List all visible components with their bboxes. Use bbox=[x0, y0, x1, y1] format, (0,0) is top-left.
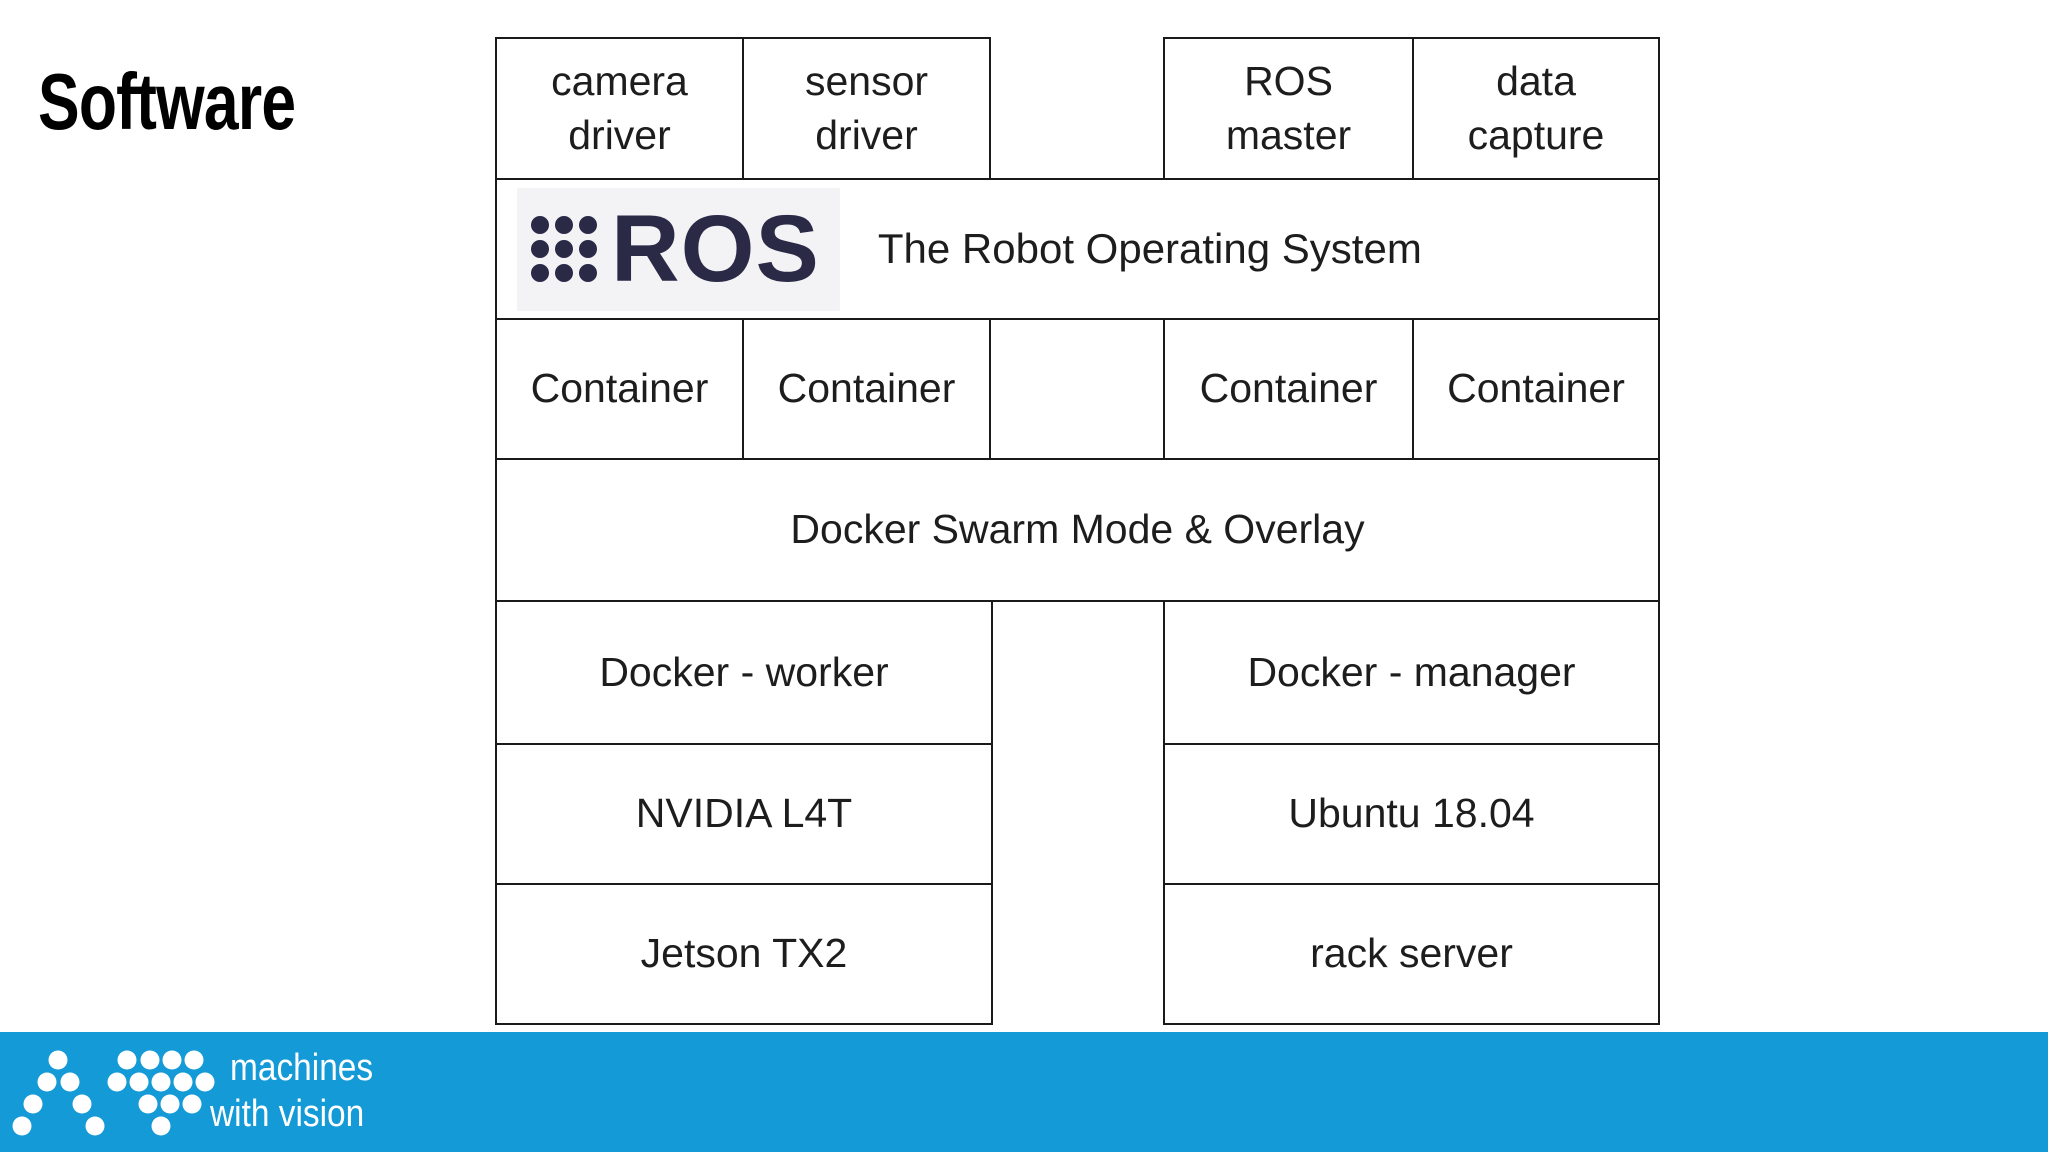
ros-tagline: The Robot Operating System bbox=[877, 224, 1422, 272]
box-container-1-label: Container bbox=[530, 365, 709, 412]
ros-wordmark: ROS bbox=[611, 195, 820, 302]
footer-bar: machines with vision bbox=[0, 1032, 2048, 1152]
box-nvidia-l4t: NVIDIA L4T bbox=[495, 743, 993, 885]
box-jetson-tx2-label: Jetson TX2 bbox=[640, 930, 848, 977]
ros-logo: ROS bbox=[517, 187, 840, 311]
box-container-4-label: Container bbox=[1447, 365, 1625, 412]
box-data-capture: data capture bbox=[1412, 37, 1660, 180]
box-rack-server-label: rack server bbox=[1310, 930, 1513, 977]
box-container-3: Container bbox=[1163, 318, 1414, 460]
box-ros-layer: ROS The Robot Operating System bbox=[495, 178, 1660, 320]
box-container-1: Container bbox=[495, 318, 744, 460]
footer-brand-line2: with vision bbox=[210, 1093, 365, 1135]
footer-brand-line1: machines bbox=[230, 1047, 374, 1089]
box-docker-manager-label: Docker - manager bbox=[1247, 648, 1576, 695]
box-sensor-driver-label: sensor driver bbox=[804, 58, 929, 158]
box-camera-driver: camera driver bbox=[495, 37, 744, 180]
box-ros-master: ROS master bbox=[1163, 37, 1414, 180]
box-ubuntu-label: Ubuntu 18.04 bbox=[1288, 790, 1535, 837]
box-docker-swarm-label: Docker Swarm Mode & Overlay bbox=[790, 506, 1365, 553]
box-camera-driver-label: camera driver bbox=[551, 58, 688, 158]
machines-with-vision-mark-icon bbox=[12, 1050, 215, 1136]
box-container-3-label: Container bbox=[1199, 365, 1378, 412]
box-docker-worker-label: Docker - worker bbox=[599, 648, 889, 695]
box-data-capture-label: data capture bbox=[1467, 58, 1605, 158]
box-sensor-driver: sensor driver bbox=[742, 37, 991, 180]
box-container-2-label: Container bbox=[777, 365, 956, 412]
box-jetson-tx2: Jetson TX2 bbox=[495, 883, 993, 1025]
ros-nine-dots-icon bbox=[531, 216, 597, 282]
box-ros-master-label: ROS master bbox=[1225, 58, 1352, 158]
box-container-4: Container bbox=[1412, 318, 1660, 460]
box-nvidia-l4t-label: NVIDIA L4T bbox=[635, 790, 853, 837]
box-docker-worker: Docker - worker bbox=[495, 600, 993, 745]
box-ubuntu: Ubuntu 18.04 bbox=[1163, 743, 1660, 885]
box-container-2: Container bbox=[742, 318, 991, 460]
box-docker-manager: Docker - manager bbox=[1163, 600, 1660, 745]
page-title: Software bbox=[38, 57, 296, 146]
box-rack-server: rack server bbox=[1163, 883, 1660, 1025]
box-docker-swarm: Docker Swarm Mode & Overlay bbox=[495, 458, 1660, 602]
